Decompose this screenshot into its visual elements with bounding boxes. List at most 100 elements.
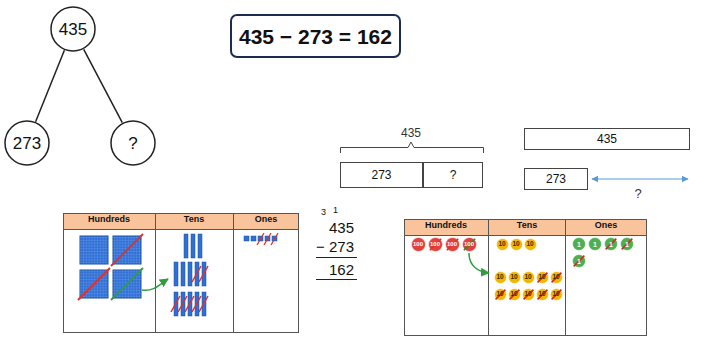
node-text: 435 − 273 = 162 (239, 26, 392, 47)
counter-value: 1 (609, 241, 613, 248)
counter-disc (522, 288, 534, 300)
place-value-counter: 10 (496, 238, 509, 251)
exchange-mark (111, 268, 143, 300)
counter-disc (494, 271, 506, 283)
counter-disc (510, 238, 522, 250)
counter-value: 10 (524, 274, 531, 281)
counter-value: 10 (552, 274, 559, 281)
difference-label: ? (634, 187, 641, 200)
place-value-table (64, 214, 299, 333)
table-header-row (405, 220, 647, 236)
counter-value: 10 (526, 241, 533, 248)
column-header: Hundreds (88, 215, 130, 224)
hundred-flat (80, 236, 108, 264)
part-circle: 273 (4, 120, 50, 166)
counter-value: 1 (593, 241, 597, 248)
counter-disc (550, 271, 562, 283)
place-value-counter: 1 (604, 237, 618, 251)
cross-out (199, 266, 208, 282)
counter-disc (445, 237, 459, 251)
table-divider (565, 220, 566, 336)
counter-disc (524, 238, 536, 250)
node-text: 273 (13, 135, 41, 152)
exchange-digit: 1 (333, 206, 338, 215)
bar-total-label: 435 (401, 127, 421, 139)
difference-arrow (592, 178, 688, 179)
comparison-bar: 435 (524, 128, 690, 150)
cross-out (551, 289, 561, 299)
column-header: Ones (255, 215, 278, 224)
place-value-counter: 100 (428, 237, 443, 252)
counter-value: 10 (496, 274, 503, 281)
place-value-table (405, 220, 647, 336)
exchange-arrow (469, 253, 489, 273)
place-value-counter: 1 (572, 254, 586, 268)
place-value-counter: 10 (522, 288, 535, 301)
cross-out (446, 238, 457, 249)
counter-disc (508, 271, 520, 283)
place-value-counter: 1 (572, 237, 586, 251)
table-divider (155, 214, 156, 333)
counter-disc (536, 288, 548, 300)
ten-rod (174, 262, 178, 286)
cross-out (429, 238, 440, 249)
comparison-bar: 273 (524, 168, 588, 190)
counter-value: 100 (464, 241, 474, 247)
place-value-counter: 10 (494, 288, 507, 301)
one-cube (251, 236, 256, 241)
counter-value: 1 (577, 258, 581, 265)
exchange-arrow (142, 279, 168, 290)
place-value-counter: 10 (508, 288, 521, 301)
brace (341, 142, 484, 153)
place-value-counter: 100 (411, 237, 426, 252)
ten-rod (191, 234, 195, 258)
place-value-counter: 1 (588, 237, 602, 251)
bar-part: 273 (340, 162, 423, 188)
cross-out (622, 239, 633, 250)
place-value-counter: 10 (536, 288, 549, 301)
counter-value: 10 (510, 274, 517, 281)
connector (84, 49, 123, 122)
equation-box: 435 − 273 = 162 (230, 14, 401, 58)
difference: 162 (329, 262, 354, 277)
node-text: ? (128, 135, 137, 152)
whole-circle: 435 (50, 6, 96, 52)
counter-disc (428, 237, 442, 251)
place-value-counter: 10 (510, 238, 523, 251)
place-value-counter: 100 (462, 237, 477, 252)
ten-rod (188, 262, 192, 286)
cross-out (264, 233, 271, 245)
counter-disc (508, 288, 520, 300)
cross-out (509, 289, 519, 299)
column-header: Tens (517, 221, 537, 230)
counter-value: 10 (496, 291, 503, 298)
sum-line (316, 279, 357, 280)
node-text: ? (450, 169, 457, 181)
place-value-counter: 100 (445, 237, 460, 252)
part-circle: ? (110, 120, 156, 166)
counter-value: 100 (447, 241, 457, 247)
hundred-flat-grid (80, 236, 108, 264)
counter-disc (573, 255, 586, 268)
counter-value: 1 (625, 241, 629, 248)
counter-disc (589, 238, 602, 251)
exchange-digit: 3 (321, 208, 326, 217)
counter-disc (573, 238, 586, 251)
counter-value: 10 (538, 274, 545, 281)
table-header-row (64, 214, 299, 230)
one-cube (244, 236, 249, 241)
place-value-counter: 10 (550, 288, 563, 301)
table-divider (488, 220, 489, 336)
counter-disc (462, 237, 476, 251)
place-value-counter: 10 (508, 271, 521, 284)
counter-disc (536, 271, 548, 283)
place-value-counter: 10 (522, 271, 535, 284)
circle-outline (111, 121, 155, 165)
cross-out (199, 296, 208, 312)
counter-disc (411, 237, 425, 251)
table-divider (233, 214, 234, 333)
place-value-counter: 10 (550, 271, 563, 284)
counter-disc (522, 271, 534, 283)
circle-outline (5, 121, 49, 165)
